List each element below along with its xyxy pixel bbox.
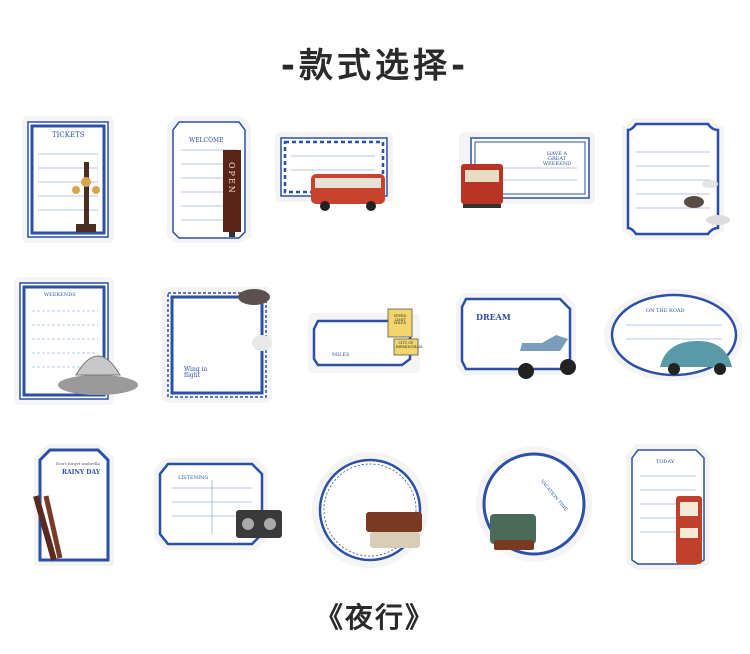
luggage-icon <box>490 514 536 550</box>
sticker-listening[interactable]: LISTENING <box>150 440 290 575</box>
sticker-wing[interactable]: Wing in flight <box>158 275 298 410</box>
tram-icon <box>461 164 503 208</box>
sticker-label: TICKETS <box>52 131 85 139</box>
umbrellas-icon <box>33 495 63 561</box>
sticker-bus[interactable] <box>275 112 415 247</box>
fountain-icon <box>58 355 138 395</box>
open-sign-text: OPEN <box>227 162 236 195</box>
sticker-rainy[interactable]: Don't forget umbrella RAINY DAY <box>30 440 170 575</box>
sticker-tram[interactable]: HAVE A GREAT WEEKEND <box>457 112 597 247</box>
birds-icon <box>238 289 272 351</box>
sticker-road[interactable]: ON THE ROAD <box>602 275 742 410</box>
fuel-pump-icon <box>676 496 702 564</box>
sticker-label: LISTENING <box>178 475 209 481</box>
road-signs-icon <box>387 308 419 356</box>
sticker-tickets[interactable]: TICKETS <box>18 112 158 247</box>
sticker-welcome[interactable]: WELCOME OPEN <box>163 112 303 247</box>
sticker-today[interactable]: TODAY <box>622 440 750 575</box>
speed-sign-text: SPEED LIMIT MILES <box>393 314 407 325</box>
beetle-car-icon <box>660 341 732 375</box>
sticker-label: Don't forget umbrella <box>56 461 100 466</box>
sticker-label: MILES <box>332 352 350 358</box>
sticker-suitcases[interactable] <box>308 440 448 575</box>
scooter-icon <box>518 335 576 379</box>
page-title: -款式选择- <box>280 46 470 86</box>
sticker-dream[interactable]: DREAM <box>452 275 592 410</box>
sticker-label: WELCOME <box>189 137 224 144</box>
sticker-label: TODAY <box>656 459 675 465</box>
sticker-weekends[interactable]: WEEKENDS <box>10 275 150 410</box>
city-sign-text: CITY OF BIRMINGHAM <box>396 341 423 349</box>
series-name: 《夜行》 <box>314 601 435 634</box>
sticker-vacation[interactable]: VACATION TIME <box>460 440 600 575</box>
sticker-label: DREAM <box>476 312 511 322</box>
sticker-miles[interactable]: MILES SPEED LIMIT MILES CITY OF BIRMINGH… <box>306 275 446 410</box>
sticker-label: Wing in flight <box>184 366 208 379</box>
radio-icon <box>236 510 282 538</box>
sticker-label: WEEKENDS <box>44 292 76 298</box>
sticker-label: HAVE A GREAT WEEKEND <box>542 151 572 167</box>
sticker-label: ON THE ROAD <box>646 308 685 314</box>
red-bus-icon <box>311 174 385 211</box>
lamp-post-icon <box>72 162 100 232</box>
open-sign-icon <box>223 150 241 237</box>
doves-icon <box>684 180 730 225</box>
suitcases-icon <box>366 512 422 548</box>
sticker-doves[interactable] <box>620 112 750 247</box>
sticker-label-2: RAINY DAY <box>62 469 101 476</box>
